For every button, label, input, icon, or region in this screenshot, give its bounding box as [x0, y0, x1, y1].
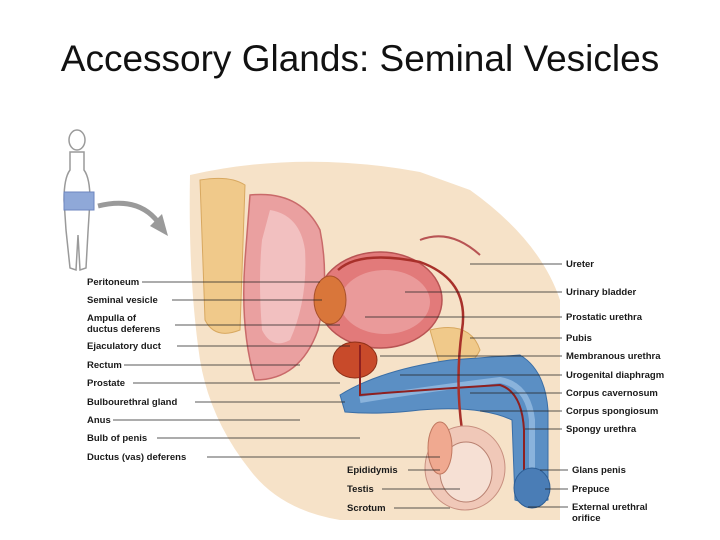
label-ureter: Ureter [566, 259, 594, 270]
label-corpus-spongiosum: Corpus spongiosum [566, 406, 658, 417]
label-ductus-deferens: Ductus (vas) deferens [87, 452, 186, 463]
label-membranous-urethra: Membranous urethra [566, 351, 661, 362]
label-prostate: Prostate [87, 378, 125, 389]
label-scrotum: Scrotum [347, 503, 386, 514]
label-seminal-vesicle: Seminal vesicle [87, 295, 158, 306]
body-silhouette-icon [63, 129, 95, 272]
label-spongy-urethra: Spongy urethra [566, 424, 637, 435]
label-pubis: Pubis [566, 333, 592, 344]
label-external-urethral-line2: orifice [572, 513, 601, 524]
label-ampulla-line2: ductus deferens [87, 324, 160, 335]
label-urinary-bladder: Urinary bladder [566, 287, 637, 298]
label-urogenital-diaphragm: Urogenital diaphragm [566, 370, 664, 381]
label-ejaculatory-duct: Ejaculatory duct [87, 341, 162, 352]
labels-right: Ureter Urinary bladder Prostatic urethra… [365, 259, 664, 524]
label-rectum: Rectum [87, 360, 122, 371]
label-glans-penis: Glans penis [572, 465, 626, 476]
labels-left: Peritoneum Seminal vesicle Ampulla of du… [87, 277, 440, 463]
slide-title: Accessory Glands: Seminal Vesicles [60, 38, 660, 79]
label-prostatic-urethra: Prostatic urethra [566, 312, 643, 323]
arrow-icon [97, 200, 168, 236]
label-anus: Anus [87, 415, 111, 426]
label-bulb-of-penis: Bulb of penis [87, 433, 147, 444]
label-testis: Testis [347, 484, 374, 495]
pelvis-illustration [189, 161, 560, 520]
label-ampulla-line1: Ampulla of [87, 313, 137, 324]
labels-bottom: Epididymis Testis Scrotum [347, 465, 460, 514]
label-epididymis: Epididymis [347, 465, 398, 476]
label-bulbourethral-gland: Bulbourethral gland [87, 397, 177, 408]
label-corpus-cavernosum: Corpus cavernosum [566, 388, 658, 399]
label-prepuce: Prepuce [572, 484, 610, 495]
label-external-urethral-line1: External urethral [572, 502, 648, 513]
label-peritoneum: Peritoneum [87, 277, 139, 288]
